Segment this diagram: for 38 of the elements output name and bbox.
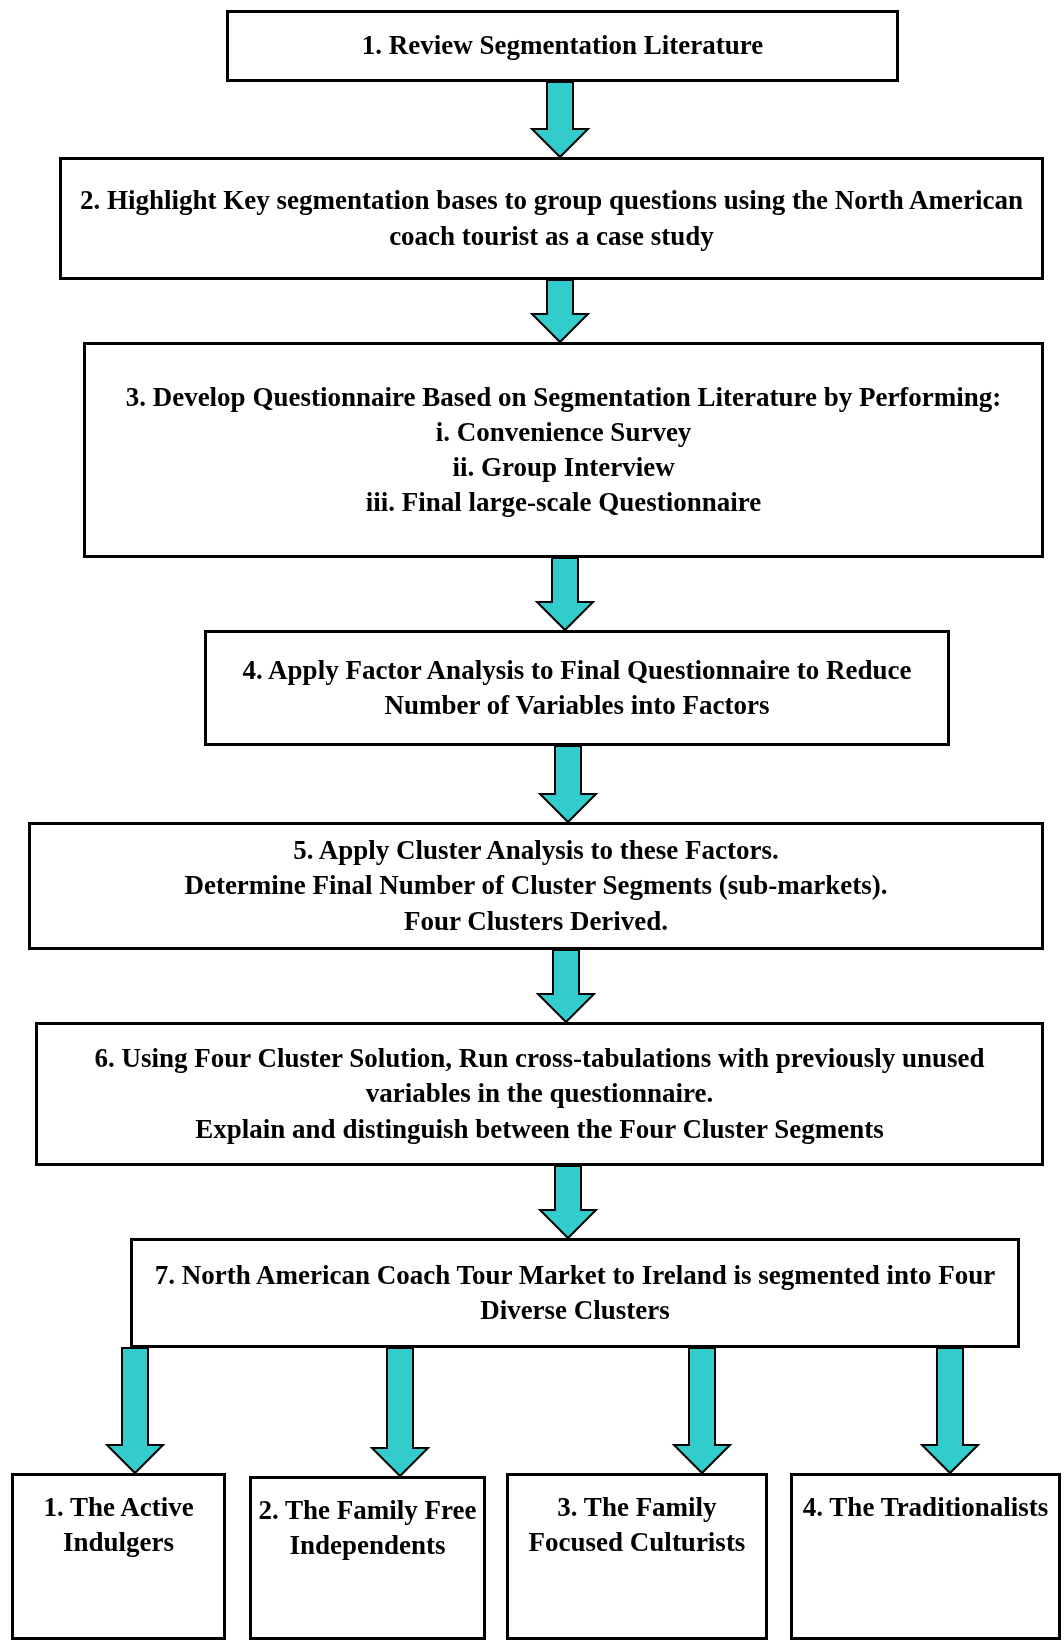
process-box [130, 1238, 1020, 1348]
process-box [249, 1476, 486, 1640]
block-arrow [919, 1347, 981, 1475]
process-box [204, 630, 950, 746]
block-arrow [537, 745, 599, 824]
step-text: 2. Highlight Key segmentation bases to group questions using the North American coach tourist as a case study [78, 184, 1025, 253]
step-text: 7. North American Coach Tour Market to Ireland is segmented into Four Diverse Clusters [153, 1258, 997, 1327]
step-text: 6. Using Four Cluster Solution, Run cross-tabulations with previously unused variables in the questionnaire. [93, 1042, 986, 1111]
step-text: Explain and distinguish between the Four Cluster Segments [195, 1112, 884, 1146]
step-text: i. Convenience Survey [435, 415, 692, 449]
step-text: Determine Final Number of Cluster Segments (sub-markets). [184, 869, 888, 903]
process-box [83, 342, 1044, 558]
process-box [59, 157, 1044, 280]
step-text: 4. Apply Factor Analysis to Final Questionnaire to Reduce Number of Variables into Factors [241, 653, 913, 722]
step-text: iii. Final large-scale Questionnaire [365, 486, 762, 520]
block-arrow [529, 81, 591, 159]
process-box [28, 822, 1044, 950]
block-arrow [534, 557, 596, 632]
process-box [226, 10, 899, 82]
step-text: 3. Develop Questionnaire Based on Segmentation Literature by Performing: [125, 380, 1002, 414]
process-box [506, 1473, 768, 1640]
step-text: 1. Review Segmentation Literature [361, 29, 764, 63]
process-box [11, 1473, 226, 1640]
block-arrow [529, 279, 591, 344]
step-text: 2. The Family Free Independents [258, 1494, 477, 1563]
block-arrow [535, 949, 597, 1024]
process-box [790, 1473, 1061, 1640]
block-arrow [369, 1347, 431, 1478]
step-text: 5. Apply Cluster Analysis to these Factors. [293, 834, 779, 868]
block-arrow [537, 1165, 599, 1240]
process-box [35, 1022, 1044, 1166]
step-text: Four Clusters Derived. [403, 904, 669, 938]
step-text: 4. The Traditionalists [802, 1491, 1049, 1524]
block-arrow [671, 1347, 733, 1475]
step-text: 1. The Active Indulgers [42, 1491, 195, 1560]
block-arrow [104, 1347, 166, 1475]
step-text: ii. Group Interview [452, 451, 675, 484]
step-text: 3. The Family Focused Culturists [527, 1491, 747, 1560]
